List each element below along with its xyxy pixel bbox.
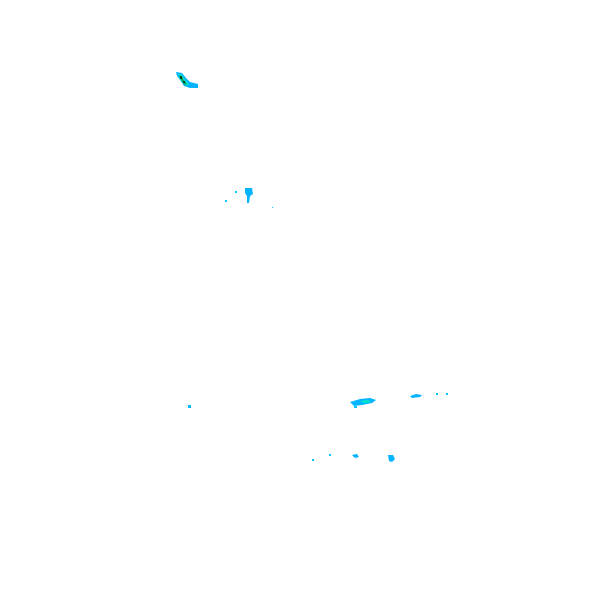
echo-cell [245,188,253,203]
echo-cell [180,76,182,79]
echo-cell [225,200,227,202]
echo-cell [354,406,357,408]
echo-cell [329,454,331,456]
echo-cell [410,394,422,398]
echo-cell [272,207,273,208]
echo-cluster-south [312,454,395,462]
echo-cell [436,393,438,395]
echo-cell [352,454,359,458]
echo-cluster-west [188,405,191,408]
echo-cluster-east [410,393,448,398]
echo-cluster-south-central [350,398,376,408]
echo-cell [188,405,191,408]
echo-cell [388,455,395,462]
echo-cluster-central [225,188,273,208]
echo-cell [446,393,448,395]
echo-cell [312,459,314,461]
echo-cell [235,191,237,193]
echo-cell [360,400,371,403]
echo-cell [183,81,185,83]
echo-cluster-northwest [176,72,198,88]
